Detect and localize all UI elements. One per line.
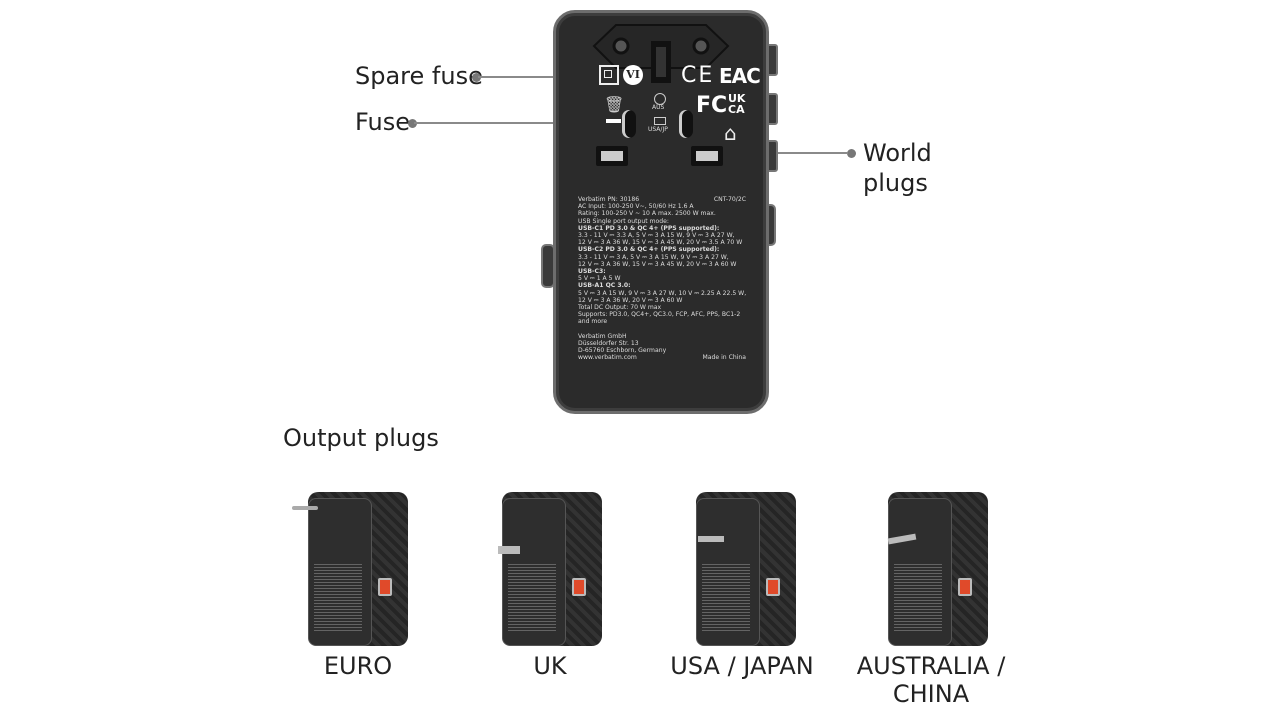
fcc-mark: FC xyxy=(696,93,728,118)
spec-line: Supports: PD3.0, QC4+, QC3.0, FCP, AFC, … xyxy=(578,311,741,319)
spec-line: USB-C2 PD 3.0 & QC 4+ (PPS supported): xyxy=(578,246,720,254)
usa-jp-label: USA/JP xyxy=(648,126,668,133)
spec-line: USB Single port output mode: xyxy=(578,217,669,225)
weee-bar xyxy=(606,119,621,123)
fuse-label: Fuse xyxy=(355,108,410,136)
part-number: Verbatim PN: 30186 xyxy=(578,196,640,203)
spec-line: Rating: 100-250 V ~ 10 A max. 2500 W max… xyxy=(578,210,716,218)
spec-line: Total DC Output: 70 W max xyxy=(578,304,662,312)
indoor-use-house-icon: ⌂ xyxy=(724,121,737,145)
spec-line: USB-A1 QC 3.0: xyxy=(578,282,631,290)
spec-line: Düsseldorfer Str. 13 xyxy=(578,340,639,348)
uk-pin-slot-left xyxy=(596,146,628,166)
spec-line: and more xyxy=(578,318,608,326)
model-number: CNT-70/2C xyxy=(713,196,746,203)
spec-line xyxy=(578,326,746,333)
plug-label-australia-china: AUSTRALIA / CHINA xyxy=(831,652,1031,708)
euro-socket-icon xyxy=(592,24,730,83)
world-plugs-label-line1: World xyxy=(863,139,932,167)
adapter-thumb-usa-japan xyxy=(686,492,804,646)
output-plugs-heading: Output plugs xyxy=(283,424,439,452)
spare-fuse-label: Spare fuse xyxy=(355,62,483,90)
plug-label-china-line2: CHINA xyxy=(892,680,970,708)
aus-label: AUS xyxy=(652,104,665,111)
fuse-pointer-line xyxy=(414,122,562,124)
fuse-pointer-dot xyxy=(408,119,417,128)
uk-pin-slot-right xyxy=(691,146,723,166)
spec-line: 3.3 - 11 V ⎓ 3.3 A, 5 V ⎓ 3 A 15 W, 9 V … xyxy=(578,232,735,240)
spec-line: 12 V ⎓ 3 A 36 W, 15 V ⎓ 3 A 45 W, 20 V ⎓… xyxy=(578,239,743,247)
adapter-thumb-uk xyxy=(492,492,610,646)
travel-adapter-back: VI CE EAC FC UK CA 🗑 AUS USA/JP ⌂ Verbat… xyxy=(553,10,769,414)
plug-label-uk: UK xyxy=(533,652,567,680)
usa-pins xyxy=(698,536,724,542)
euro-pin xyxy=(292,506,318,510)
adapter-thumb-australia-china xyxy=(878,492,996,646)
spec-line: Verbatim GmbH xyxy=(578,332,627,340)
plug-label-usa-japan: USA / JAPAN xyxy=(670,652,814,680)
uk-pins xyxy=(498,546,520,554)
double-insulation-icon xyxy=(599,65,619,85)
spec-line: 5 V ⎓ 3 A 15 W, 9 V ⎓ 3 A 27 W, 10 V ⎓ 2… xyxy=(578,289,747,297)
aus-plug-icon xyxy=(654,93,666,105)
ukca-mark-line2: CA xyxy=(728,103,745,116)
website: www.verbatim.com xyxy=(578,354,637,362)
country-of-origin: Made in China xyxy=(702,354,746,362)
eac-mark: EAC xyxy=(719,64,761,88)
world-plugs-label-line2: plugs xyxy=(863,169,928,197)
weee-bin-icon: 🗑 xyxy=(604,95,625,114)
slider-slot-left xyxy=(622,110,636,138)
spec-line: 3.3 - 11 V ⎓ 3 A, 5 V ⎓ 3 A 15 W, 9 V ⎓ … xyxy=(578,253,729,261)
ukca-mark-line1: UK xyxy=(728,92,746,105)
spec-line: 12 V ⎓ 3 A 36 W, 20 V ⎓ 3 A 60 W xyxy=(578,296,683,304)
spec-line: USB-C3: xyxy=(578,268,606,276)
spec-line: D-65760 Eschborn, Germany xyxy=(578,347,667,355)
ukca-mark: UK CA xyxy=(728,93,745,115)
spec-line: AC Input: 100-250 V~, 50/60 Hz 1.6 A xyxy=(578,203,694,211)
spec-line: 5 V ⎓ 1 A 5 W xyxy=(578,275,621,283)
world-plugs-label: World plugs xyxy=(863,138,932,198)
slider-slot-right xyxy=(679,110,693,138)
specification-label: Verbatim PN: 30186 CNT-70/2C AC Input: 10… xyxy=(578,196,746,362)
ce-mark: CE xyxy=(681,63,715,88)
adapter-thumb-euro xyxy=(292,492,416,646)
plug-label-euro: EURO xyxy=(323,652,393,680)
spare-fuse-pointer-line xyxy=(478,76,562,78)
usa-jp-plug-icon xyxy=(654,117,666,125)
world-plugs-pointer-dot xyxy=(847,149,856,158)
spare-fuse-pointer-dot xyxy=(472,73,481,82)
world-plugs-pointer-line xyxy=(716,152,848,154)
spec-line: 12 V ⎓ 3 A 36 W, 15 V ⎓ 3 A 45 W, 20 V ⎓… xyxy=(578,260,737,268)
efficiency-vi-mark: VI xyxy=(623,65,643,85)
plug-label-australia-line1: AUSTRALIA / xyxy=(856,652,1006,680)
spec-line: USB-C1 PD 3.0 & QC 4+ (PPS supported): xyxy=(578,224,720,232)
